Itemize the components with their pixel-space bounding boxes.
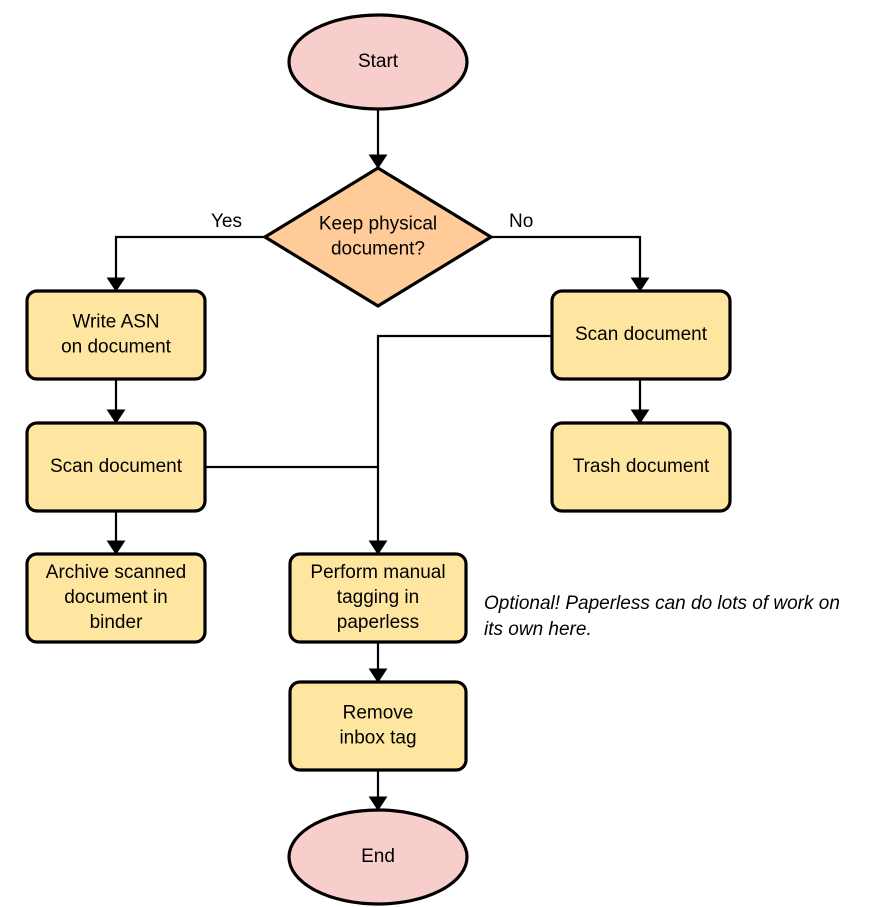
edge-arrowhead [106,277,126,292]
node-scan-document-left: Scan document [25,421,207,513]
edge-scan-document-right-to-trash [630,379,650,424]
edge-arrowhead [368,154,388,169]
edge-write-asn-to-scan-document-left [106,379,126,424]
edge-arrowhead [630,409,650,424]
edge-label-no: No [509,211,533,232]
node-label: Start [358,51,399,72]
edge-scan-document-left-to-archive [106,511,126,555]
edges-layer: Yes No [106,109,650,811]
edge-start-to-decision [368,109,388,169]
edge-manual-tagging-to-remove-inbox-tag [368,642,388,683]
process-shape [25,552,207,644]
process-shape [550,421,732,513]
node-label: Scan document [50,456,183,477]
edge-arrowhead [368,540,388,555]
edge-arrowhead [368,796,388,811]
node-trash-document: Trash document [550,421,732,513]
edge-label-yes: Yes [211,211,242,232]
process-shape [550,289,732,381]
annotation-optional-note: Optional! Paperless can do lots of work … [484,593,840,640]
node-start: Start [287,13,469,111]
edge-decision-yes-to-write-asn: Yes [106,211,265,292]
process-shape [288,680,468,772]
edge-arrowhead [630,277,650,292]
annotations-layer: Optional! Paperless can do lots of work … [484,593,840,640]
node-scan-document-right: Scan document [550,289,732,381]
edge-arrowhead [106,540,126,555]
terminator-shape [287,808,469,906]
edge-line [114,235,265,284]
edge-remove-inbox-tag-to-end [368,770,388,811]
edge-arrowhead [106,409,126,424]
process-shape [288,552,468,644]
edge-decision-no-to-scan-document-right: No [491,211,650,292]
edge-arrowhead [368,668,388,683]
process-shape [25,421,207,513]
terminator-shape [287,13,469,111]
edge-line [491,235,642,284]
edge-scan-document-right-to-manual-tagging [368,334,552,555]
process-shape [25,289,207,381]
node-label: Scan document [575,324,708,345]
edge-line [376,334,552,547]
node-label: Trash document [573,456,710,477]
node-end: End [287,808,469,906]
node-label: End [361,846,395,867]
decision-shape [263,166,493,308]
